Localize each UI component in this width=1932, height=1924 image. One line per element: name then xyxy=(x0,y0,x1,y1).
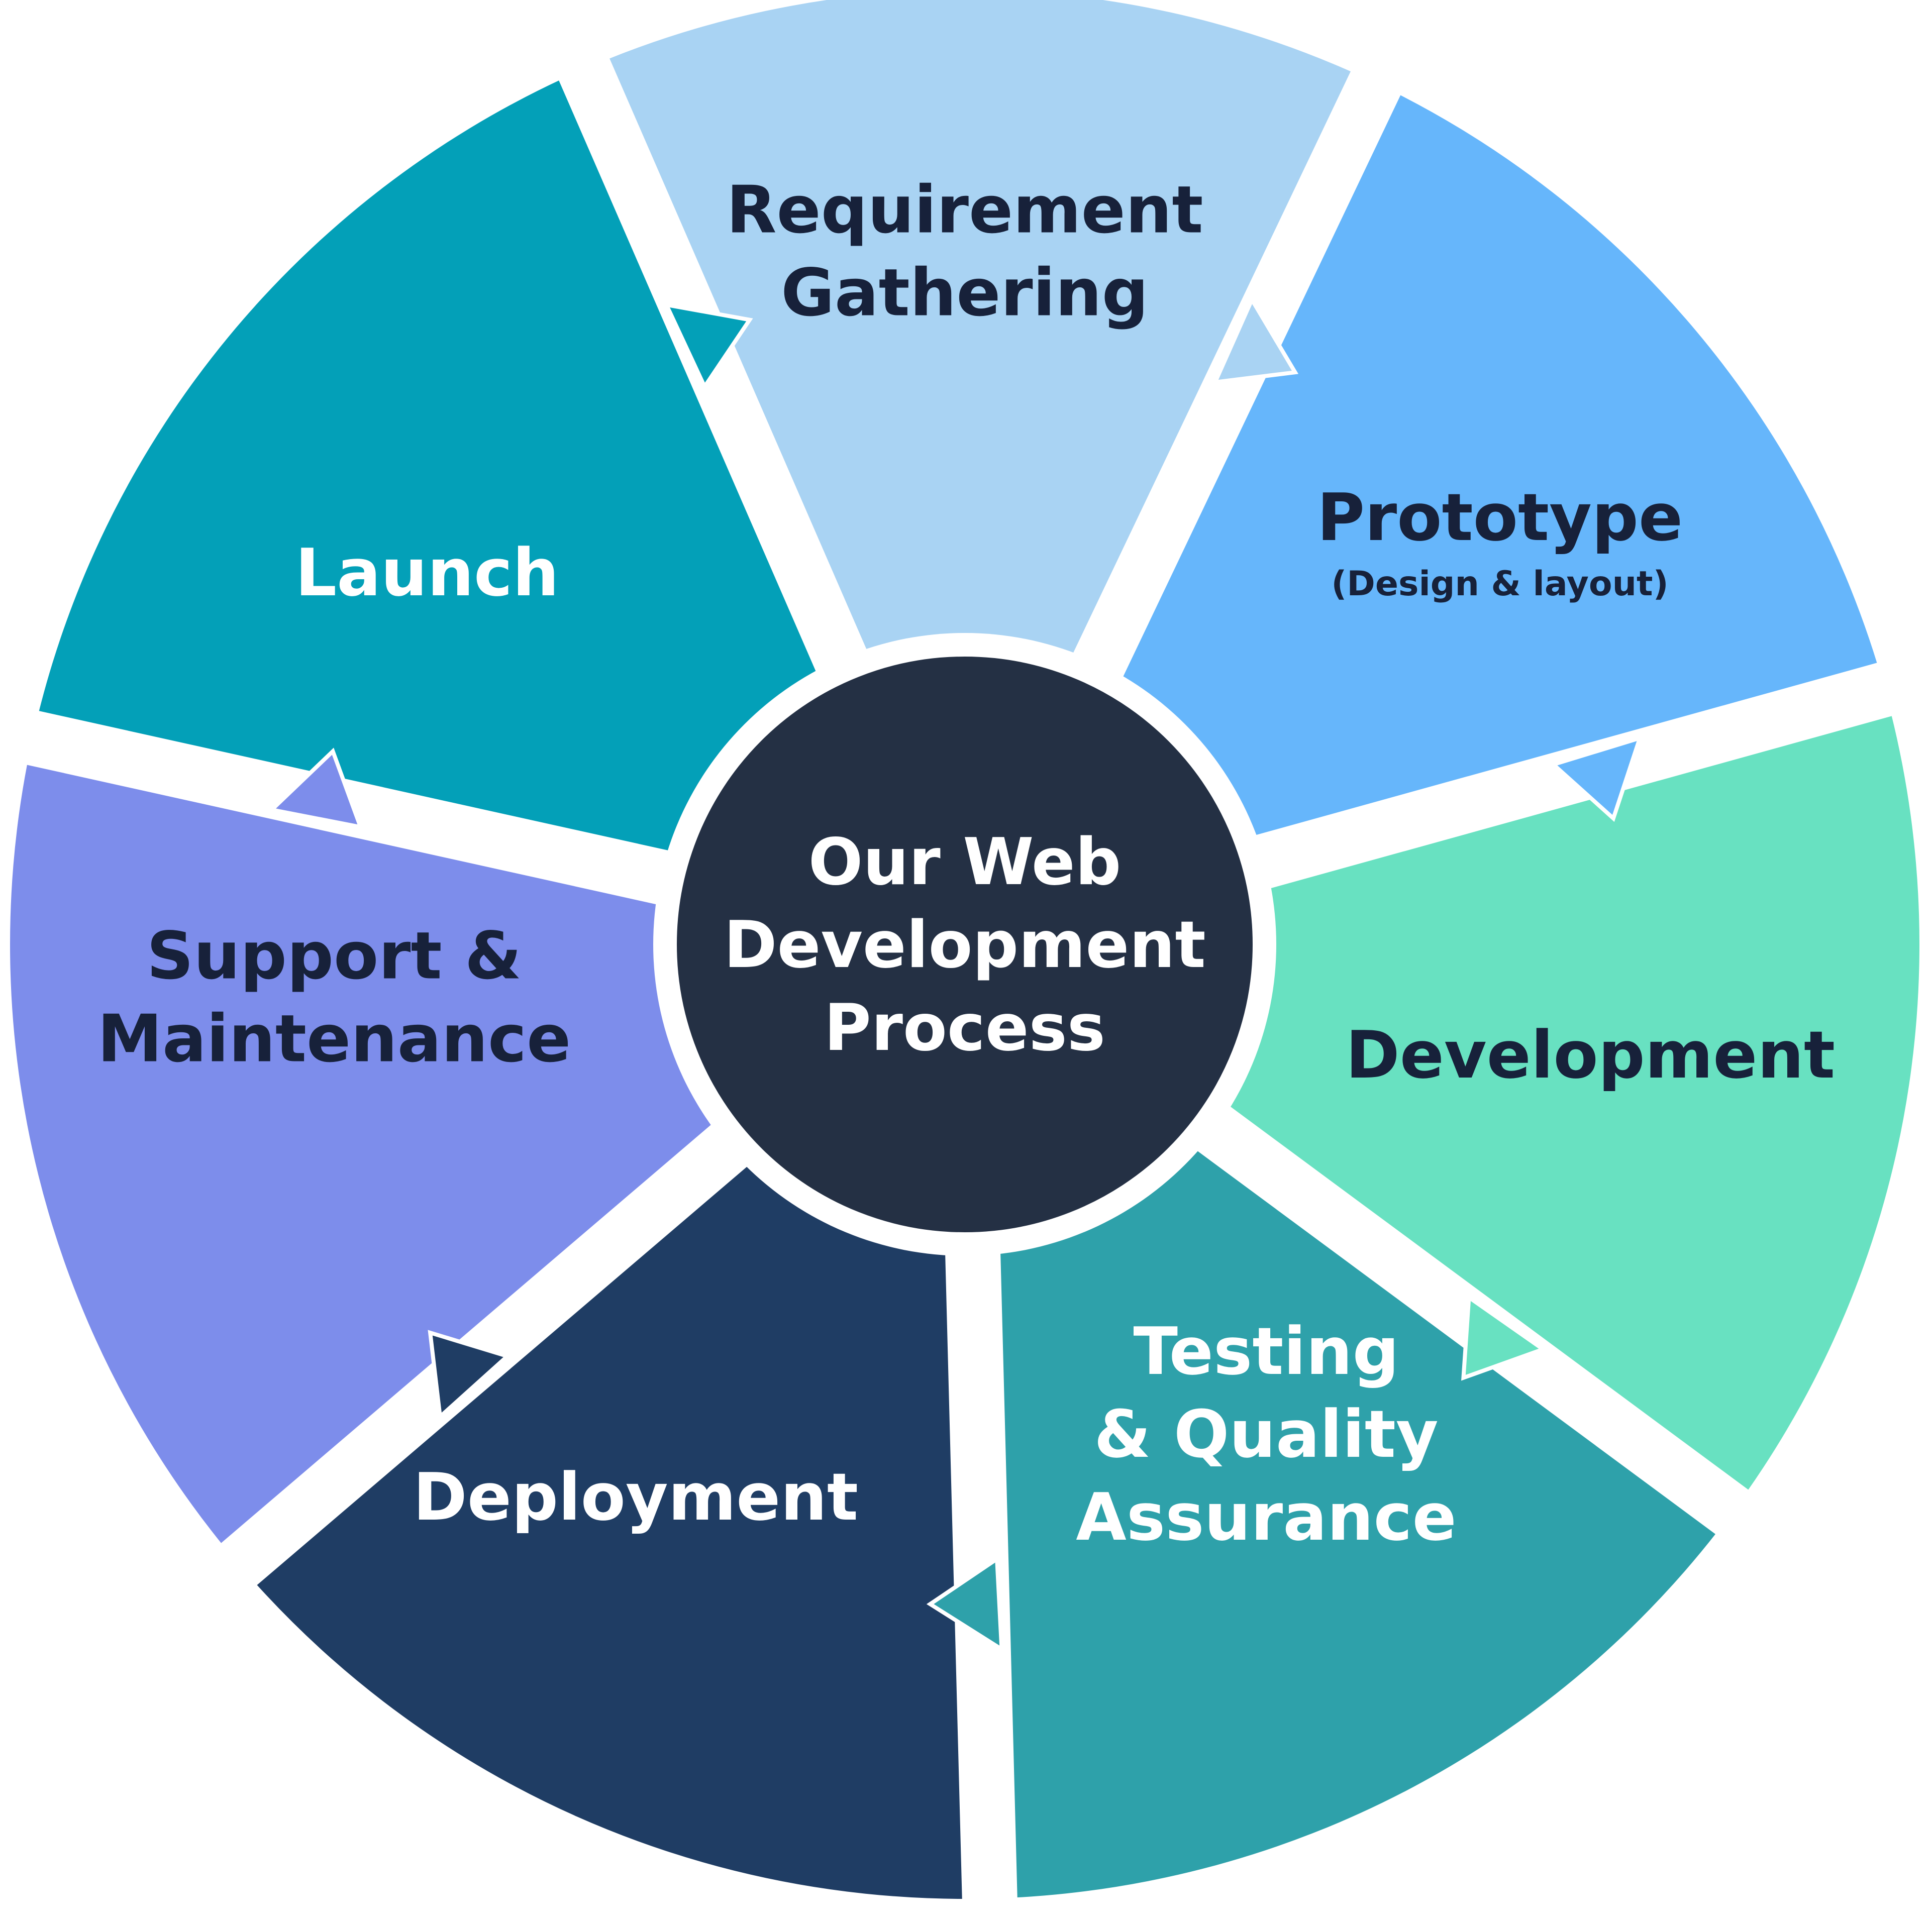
segment-label-deployment: Deployment xyxy=(413,1459,858,1535)
segment-label-line: Gathering xyxy=(781,255,1149,331)
segment-label-prototype: Prototype (Design & layout) xyxy=(1317,479,1683,604)
segment-development xyxy=(1215,713,1919,1492)
segment-support xyxy=(10,762,727,1545)
segment-deployment xyxy=(255,1149,965,1899)
segment-testing xyxy=(980,1133,1717,1898)
segment-label-development: Development xyxy=(1346,1017,1835,1093)
center-circle xyxy=(670,650,1260,1239)
segment-label-line: Assurance xyxy=(1076,1479,1457,1555)
segment-label-line: Support & xyxy=(147,918,522,994)
center-title-line: Our Web xyxy=(808,825,1122,900)
segment-label-launch: Launch xyxy=(295,535,559,611)
segment-launch xyxy=(38,79,836,871)
arrow-launch xyxy=(663,302,753,391)
segment-label-line: Maintenance xyxy=(97,1001,571,1077)
arrow-prototype xyxy=(1549,735,1643,822)
segment-label-line: Testing xyxy=(1133,1313,1399,1389)
segment-label-line: Requirement xyxy=(726,172,1203,248)
arrow-support xyxy=(267,747,364,830)
segment-label-support: Support &Maintenance xyxy=(97,918,571,1077)
arrow-requirement xyxy=(1211,295,1299,385)
segment-label-line: & Quality xyxy=(1094,1396,1438,1472)
segment-label-line: Development xyxy=(1346,1017,1835,1093)
segment-label-line: Prototype xyxy=(1317,479,1683,556)
segment-sublabel-line: (Design & layout) xyxy=(1331,564,1668,604)
center-title-line: Development xyxy=(724,908,1205,983)
arrow-testing xyxy=(926,1555,1004,1653)
segment-label-line: Launch xyxy=(295,535,559,611)
center-title-line: Process xyxy=(824,991,1105,1065)
arrows-layer xyxy=(267,295,1643,1653)
arrow-deployment xyxy=(428,1330,512,1421)
segment-label-line: Deployment xyxy=(413,1459,858,1535)
segment-prototype xyxy=(1103,94,1878,855)
arrow-development xyxy=(1461,1294,1548,1381)
